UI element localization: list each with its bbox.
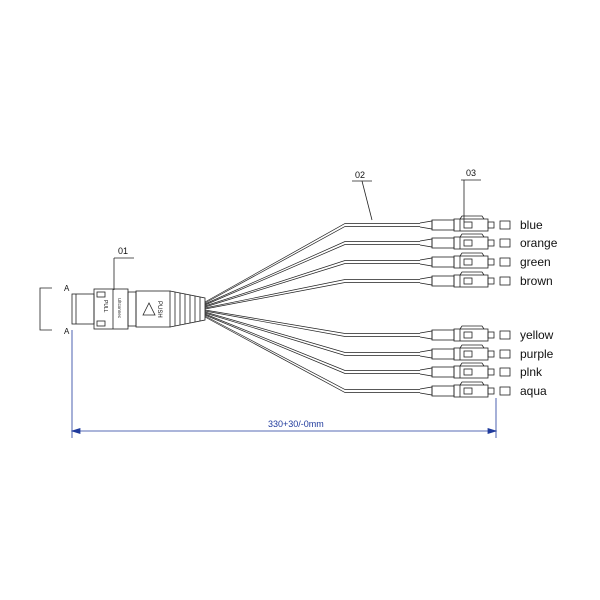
fiber-cable-lower <box>204 226 420 304</box>
fiber-label-pink: plnk <box>520 365 543 379</box>
fiber-leg-blue: blue <box>204 215 543 304</box>
fiber-cable-upper <box>204 241 420 305</box>
lc-connector <box>419 362 511 379</box>
fiber-leg-orange: orange <box>204 233 558 306</box>
lc-connector <box>419 252 511 269</box>
fiber-cable-upper <box>204 313 420 371</box>
fiber-cable-lower <box>204 263 420 308</box>
fiber-label-brown: brown <box>520 274 553 288</box>
section-marker <box>39 287 52 331</box>
fiber-cable-upper <box>204 311 420 353</box>
fiber-label-aqua: aqua <box>520 384 547 398</box>
lc-connector <box>419 271 511 288</box>
fiber-leg-green: green <box>204 252 551 308</box>
lc-connector <box>419 233 511 250</box>
fiber-cable-upper <box>204 309 420 334</box>
fiber-cable-upper <box>204 260 420 307</box>
fiber-cable-lower <box>204 314 420 374</box>
callout-02: 02 <box>355 170 365 180</box>
fiber-cable-lower <box>204 282 420 310</box>
lc-connector <box>419 215 511 232</box>
fiber-leg-brown: brown <box>204 271 553 310</box>
callout-03: 03 <box>466 168 476 178</box>
dimension-label: 330+30/-0mm <box>268 419 324 429</box>
section-label-bottom: A <box>64 327 70 336</box>
brand-label: Ultconnec <box>117 298 122 319</box>
fiber-cable-upper <box>204 223 420 303</box>
fiber-cable-upper <box>204 315 420 390</box>
callout-01-leader <box>113 257 134 290</box>
lc-connector <box>419 381 511 398</box>
fiber-cable-lower <box>204 310 420 337</box>
fiber-label-orange: orange <box>520 236 558 250</box>
fiber-cable-upper <box>204 279 420 309</box>
fiber-leg-aqua: aqua <box>204 315 547 398</box>
fiber-label-blue: blue <box>520 218 543 232</box>
fiber-label-purple: purple <box>520 347 554 361</box>
fiber-legs: blue orange green brown yellow purple plnk aqua <box>204 215 558 398</box>
fiber-cable-lower <box>204 244 420 306</box>
mpo-connector <box>71 288 206 330</box>
fiber-label-yellow: yellow <box>520 328 554 342</box>
section-label-top: A <box>64 284 70 293</box>
fiber-label-green: green <box>520 255 551 269</box>
dimension-line <box>70 330 498 438</box>
fiber-leg-yellow: yellow <box>204 309 554 342</box>
push-label: PUSH <box>156 301 162 318</box>
lc-connector <box>419 325 511 342</box>
lc-connector <box>419 344 511 361</box>
pull-label: PULL <box>102 300 108 313</box>
callout-01: 01 <box>118 246 128 256</box>
fiber-cable-lower <box>204 312 420 356</box>
fiber-leg-purple: purple <box>204 311 554 361</box>
fiber-cable-lower <box>204 316 420 393</box>
fiber-leg-pink: plnk <box>204 313 543 379</box>
callout-03-leader <box>461 179 481 222</box>
callout-02-leader <box>352 180 373 221</box>
